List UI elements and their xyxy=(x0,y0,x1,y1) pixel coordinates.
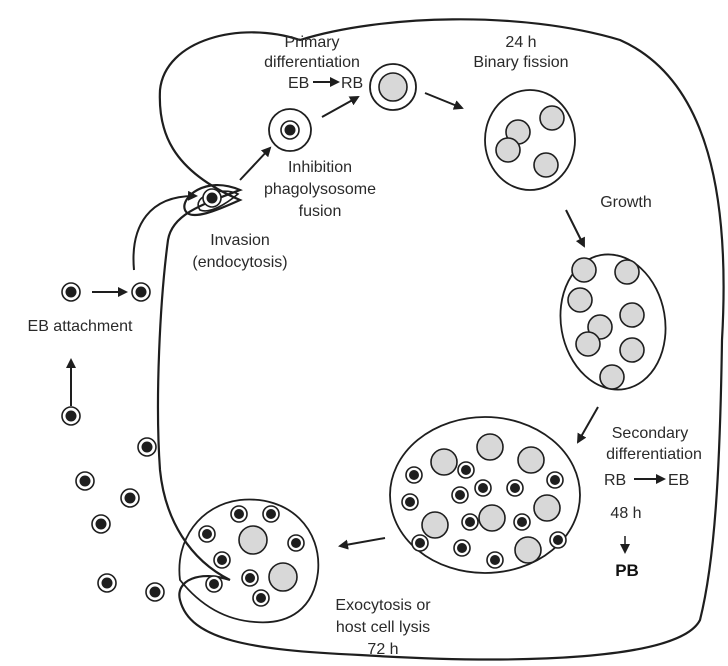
growth-inclusion xyxy=(559,253,667,391)
elementary-body xyxy=(411,534,429,552)
elementary-body xyxy=(198,525,216,543)
label-secondary-eb: EB xyxy=(668,472,689,489)
exocytosis-vesicle xyxy=(178,498,320,624)
label-exocytosis-line2: host cell lysis xyxy=(336,619,430,636)
invasion-pocket xyxy=(197,190,240,212)
label-secondary-line1: Secondary xyxy=(612,425,689,442)
elementary-body xyxy=(453,539,471,557)
elementary-body xyxy=(137,437,157,457)
label-secondary-time: 48 h xyxy=(610,505,641,522)
label-invasion-line1: Invasion xyxy=(210,232,270,249)
arrow-to-growth xyxy=(565,209,585,248)
elementary-body xyxy=(91,514,111,534)
host-cell-membrane xyxy=(156,18,725,661)
arrow-to-secondary-differentiation xyxy=(577,406,599,444)
label-pb: PB xyxy=(615,561,639,580)
label-fission-time: 24 h xyxy=(505,34,536,51)
label-primary-rb: RB xyxy=(341,75,363,92)
elementary-body xyxy=(241,569,259,587)
elementary-body xyxy=(120,488,140,508)
elementary-body xyxy=(75,471,95,491)
elementary-body xyxy=(461,513,479,531)
label-eb-attachment: EB attachment xyxy=(28,318,134,335)
elementary-body xyxy=(97,573,117,593)
inclusion-with-rb xyxy=(369,63,417,111)
arrow-to-invasion xyxy=(132,190,198,271)
label-primary-line2: differentiation xyxy=(264,54,360,71)
elementary-body xyxy=(61,406,81,426)
elementary-body xyxy=(506,479,524,497)
elementary-body xyxy=(549,531,567,549)
elementary-body xyxy=(262,505,280,523)
elementary-body xyxy=(287,534,305,552)
label-secondary-line2: differentiation xyxy=(606,446,702,463)
label-inhibition-line1: Inhibition xyxy=(288,159,352,176)
mature-inclusion xyxy=(389,416,581,574)
elementary-body xyxy=(252,589,270,607)
elementary-body xyxy=(61,282,81,302)
extracellular-elementary-bodies xyxy=(61,282,165,602)
elementary-body xyxy=(546,471,564,489)
label-inhibition-line2: phagolysosome xyxy=(264,181,376,198)
elementary-body xyxy=(457,461,475,479)
label-exocytosis-line1: Exocytosis or xyxy=(335,597,431,614)
early-inclusion xyxy=(268,108,312,152)
elementary-body xyxy=(486,551,504,569)
elementary-body xyxy=(451,486,469,504)
label-binary-fission: Binary fission xyxy=(473,54,568,71)
elementary-body xyxy=(230,505,248,523)
label-secondary-rb: RB xyxy=(604,472,626,489)
elementary-body xyxy=(145,582,165,602)
elementary-body xyxy=(205,575,223,593)
arrow-to-binary-fission xyxy=(424,92,464,110)
elementary-body xyxy=(405,466,423,484)
arrow-to-primary-differentiation xyxy=(321,96,360,118)
elementary-body xyxy=(474,479,492,497)
label-exocytosis-time: 72 h xyxy=(367,641,398,658)
binary-fission-inclusion xyxy=(484,89,576,191)
elementary-body xyxy=(213,551,231,569)
label-primary-eb: EB xyxy=(288,75,309,92)
invading-elementary-body xyxy=(202,188,222,208)
arrow-to-exocytosis xyxy=(338,537,386,550)
elementary-body xyxy=(401,493,419,511)
arrow-to-early-inclusion xyxy=(239,146,272,181)
exocytosis-contents xyxy=(198,505,305,607)
label-inhibition-line3: fusion xyxy=(299,203,342,220)
label-invasion-line2: (endocytosis) xyxy=(192,254,287,271)
label-primary-line1: Primary xyxy=(284,34,339,51)
elementary-body xyxy=(513,513,531,531)
elementary-body xyxy=(131,282,151,302)
label-growth: Growth xyxy=(600,194,652,211)
